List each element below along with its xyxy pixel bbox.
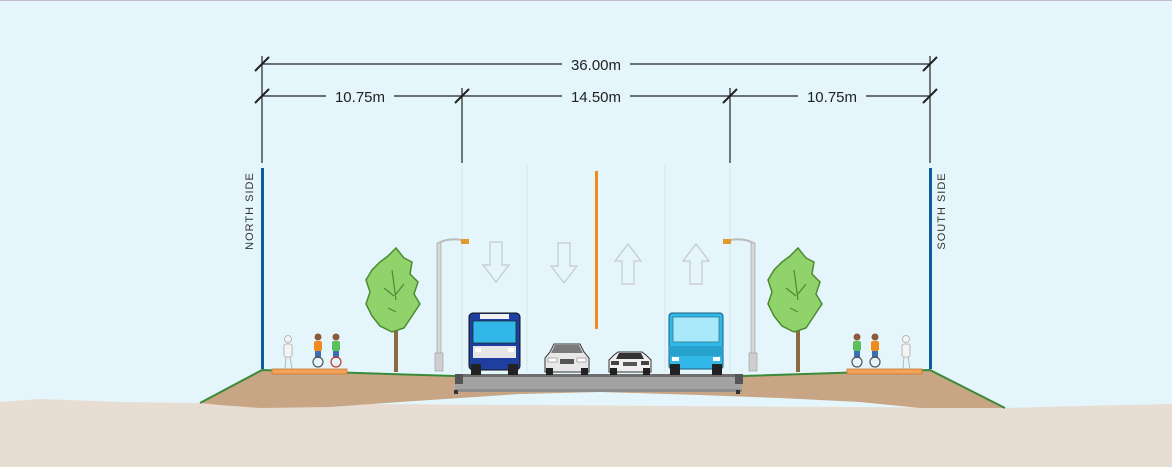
north-boundary-line — [261, 168, 264, 369]
lane-guides — [461, 165, 731, 372]
ground — [0, 399, 1172, 467]
south-cyclist-2 — [869, 333, 881, 368]
dim-carriageway-bg — [562, 88, 630, 104]
south-cyclist-1 — [851, 333, 863, 368]
south-side-label: SOUTH SIDE — [936, 172, 948, 249]
south-boundary-line — [929, 168, 932, 369]
dim-south-bg — [798, 88, 866, 104]
south-footpath — [846, 368, 923, 375]
dim-total-label: 36.00m — [571, 57, 621, 74]
dim-south-verge-label: 10.75m — [807, 89, 857, 106]
north-pedestrian — [283, 335, 293, 370]
south-car — [608, 351, 652, 375]
north-tree — [365, 246, 421, 372]
north-street-light — [434, 238, 469, 372]
median-line — [595, 171, 598, 329]
north-grass-edge — [199, 368, 456, 404]
carriageway — [454, 374, 743, 394]
lane-arrow-1 — [481, 241, 511, 283]
north-footpath — [271, 368, 348, 375]
south-bus — [668, 312, 724, 375]
lane-arrow-3 — [613, 243, 643, 285]
lane-arrow-2 — [549, 242, 579, 284]
north-bus — [468, 312, 521, 375]
south-street-light — [723, 238, 758, 372]
dim-carriageway-label: 14.50m — [571, 89, 621, 106]
dim-north-verge-label: 10.75m — [335, 89, 385, 106]
dim-north-bg — [326, 88, 394, 104]
dim-total-bg — [562, 56, 630, 72]
lane-arrow-4 — [681, 243, 711, 285]
south-pedestrian — [901, 335, 911, 370]
north-cyclist-1 — [312, 333, 324, 368]
north-cyclist-2 — [330, 333, 342, 368]
top-border — [0, 0, 1172, 1]
south-grass-edge — [741, 368, 1006, 409]
north-car — [544, 343, 590, 375]
south-tree — [767, 246, 823, 372]
north-side-label: NORTH SIDE — [244, 172, 256, 250]
